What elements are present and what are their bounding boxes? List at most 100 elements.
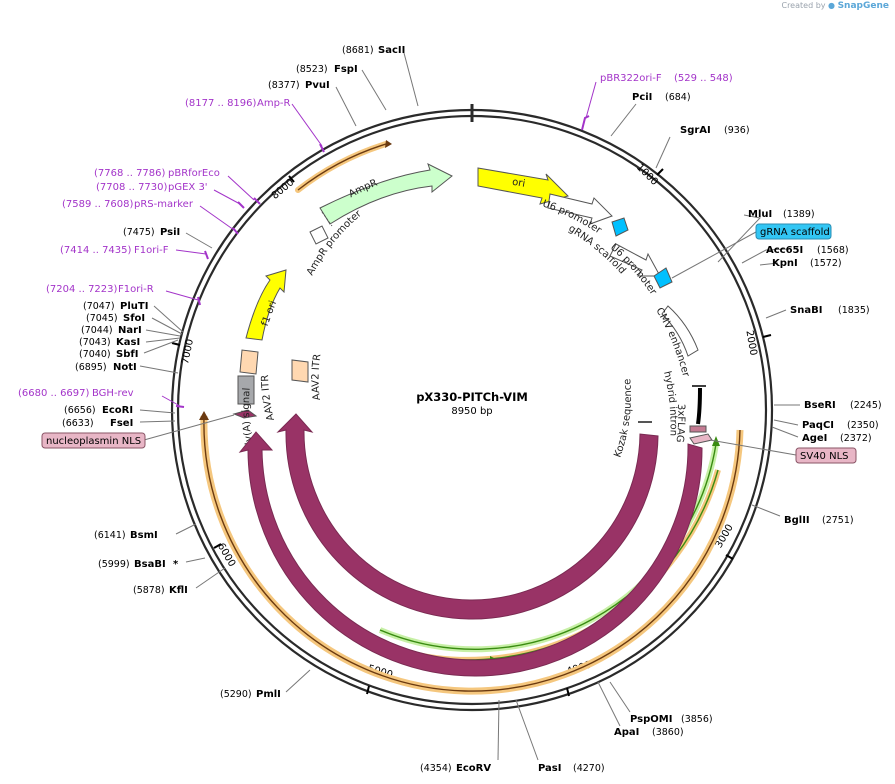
site-ecori[interactable]: (6656) EcoRI [64,405,133,416]
site-sfoi[interactable]: (7045)SfoI [86,313,145,324]
svg-text:(936): (936) [724,125,750,136]
feature-nucleoplasmin-nls-mark[interactable] [232,409,258,419]
site-kfli[interactable]: (5878) KflI [133,585,188,596]
svg-text:BsaBI: BsaBI [134,559,166,570]
svg-text:(5999): (5999) [98,559,130,570]
svg-text:(5290): (5290) [220,689,252,700]
svg-text:pRS-marker: pRS-marker [134,199,194,210]
svg-text:(7204 .. 7223): (7204 .. 7223) [46,284,118,295]
site-pmli[interactable]: (5290)PmlI [220,689,281,700]
svg-text:PaqCI: PaqCI [802,420,834,431]
feature-cas9-inner[interactable]: Cas9 [276,413,659,620]
feature-u6-promoter-2[interactable] [609,243,661,277]
primer-pbr322ori-f[interactable]: pBR322ori-F (529 .. 548) [581,73,733,131]
svg-text:(8377): (8377) [268,80,300,91]
feature-ampr[interactable] [319,163,453,227]
snapgene-logo-icon: ● [828,1,836,10]
tick-label: 7000 [180,338,196,365]
svg-text:(6633): (6633) [62,418,94,429]
svg-text:(7768 .. 7786): (7768 .. 7786) [94,168,166,179]
feature-aav2-itr-left[interactable] [239,349,259,375]
cas9-outer-label: Cas9 [452,624,477,635]
svg-text:(7589 .. 7608): (7589 .. 7608) [62,199,134,210]
feature-cas9-outer[interactable]: Cas9 [238,431,703,677]
site-noti[interactable]: (6895)NotI [75,362,137,373]
tick-label: 8000 [270,177,297,202]
primer-prs-marker[interactable]: (7589 .. 7608) pRS-marker [62,199,239,235]
site-bsmi[interactable]: (6141)BsmI [94,530,158,541]
site-agei[interactable]: AgeI(2372) [802,433,872,444]
feature-bgh-polya[interactable] [237,375,255,405]
site-fsei[interactable]: (6633) FseI [62,418,133,429]
feature-grna-scaffold-2[interactable] [653,267,673,289]
site-paqci[interactable]: PaqCI(2350) [802,420,879,431]
feature-u6-promoter-1[interactable] [547,193,613,225]
svg-text:PciI: PciI [632,92,652,103]
tick-2000: 2000 [743,329,772,356]
site-snabi[interactable]: SnaBI(1835) [790,305,870,316]
svg-text:SgrAI: SgrAI [680,125,711,136]
site-acc65i[interactable]: Acc65I(1568) [766,245,849,256]
site-kpni[interactable]: KpnI(1572) [772,258,842,269]
svg-text:F1ori-F: F1ori-F [134,245,169,256]
primer-amp-r[interactable]: (8177 .. 8196) Amp-R [185,98,325,153]
feature-3xflag[interactable] [689,425,707,433]
site-bglii[interactable]: BglII(2751) [784,515,854,526]
feature-hybrid-intron[interactable] [692,385,706,425]
tick-label: 2000 [743,329,758,356]
primer-f1ori-r[interactable]: (7204 .. 7223) F1ori-R [46,284,201,306]
site-fspi[interactable]: (8523)FspI [296,64,358,75]
svg-text:(8177 .. 8196): (8177 .. 8196) [185,98,257,109]
site-pluti[interactable]: (7047)PluTI [83,301,148,312]
site-ecorv[interactable]: (4354)EcoRV [420,763,491,774]
site-leaders [139,52,800,761]
feature-aav2-itr-right[interactable] [291,359,309,383]
site-pvui[interactable]: (8377)PvuI [268,80,330,91]
site-sgrai[interactable]: SgrAI (936) [680,125,750,136]
svg-text:FseI: FseI [110,418,133,429]
svg-text:*: * [173,559,179,570]
tick-8000: 8000 [270,175,297,202]
svg-text:(1389): (1389) [783,209,815,220]
sv40-nls-box[interactable]: SV40 NLS [709,439,857,464]
feature-cmv-enhancer[interactable] [661,305,699,357]
primer-pgex-3[interactable]: (7708 .. 7730) pGEX 3' [96,182,245,209]
site-pcii[interactable]: PciI(684) [632,92,691,103]
primer-f1ori-f[interactable]: (7414 .. 7435) F1ori-F [60,245,209,260]
snapgene-credit: Created by ● SnapGene [781,1,889,11]
svg-text:(5878): (5878) [133,585,165,596]
svg-text:BseRI: BseRI [804,400,836,411]
plasmid-name: pX330-PITCh-VIM [416,390,528,404]
site-bseri[interactable]: BseRI(2245) [804,400,882,411]
nucleoplasmin-nls-box[interactable]: nucleoplasmin NLS [41,414,235,449]
primer-pbrforeco[interactable]: (7768 .. 7786) pBRforEco [94,168,261,205]
svg-text:BGH-rev: BGH-rev [92,388,134,399]
credit-prefix: Created by [781,1,826,10]
svg-text:AgeI: AgeI [802,433,827,444]
primer-bgh-rev[interactable]: (6680 .. 6697) BGH-rev [18,388,185,408]
svg-text:SfoI: SfoI [123,313,145,324]
cas9-inner-label: Cas9 [454,570,479,581]
svg-text:pBRforEco: pBRforEco [168,168,220,179]
grna-scaffold-box[interactable]: gRNA scaffold [671,223,832,279]
site-sbfi[interactable]: (7040)SbfI [79,349,138,360]
feature-ampr-promoter[interactable] [309,225,329,245]
feature-f1-ori[interactable]: f1 ori [245,269,287,341]
site-pspomi[interactable]: PspOMI(3856) [630,714,713,725]
svg-text:EcoRV: EcoRV [456,763,491,774]
site-kasi[interactable]: (7043)KasI [79,337,140,348]
svg-text:(6656): (6656) [64,405,96,416]
site-mlui[interactable]: MluI(1389) [748,209,815,220]
svg-text:EcoRI: EcoRI [102,405,133,416]
site-sacii[interactable]: (8681)SacII [342,45,405,56]
site-nari[interactable]: (7044)NarI [81,325,142,336]
site-psii[interactable]: (7475)PsiI [123,227,180,238]
site-pasi[interactable]: PasI(4270) [538,763,605,774]
svg-text:KflI: KflI [169,585,188,596]
site-bsabi[interactable]: (5999) BsaBI * [98,559,179,570]
feature-grna-scaffold-1[interactable] [611,217,629,237]
svg-text:BsmI: BsmI [130,530,158,541]
svg-text:(6680 .. 6697): (6680 .. 6697) [18,388,90,399]
feature-sv40-nls-mark[interactable] [689,433,713,445]
site-apai[interactable]: ApaI(3860) [614,727,684,738]
